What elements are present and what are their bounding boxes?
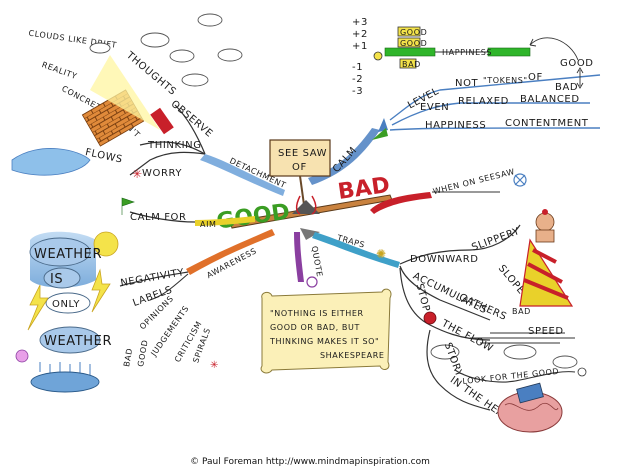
slippery-label: SLIPPERY [470, 226, 521, 254]
flashlight-icon [150, 107, 174, 135]
sign-line1: SEE SAW [278, 148, 327, 159]
clouds-icon [89, 13, 243, 87]
calm-for-label: CALM FOR [130, 212, 187, 223]
branch-detachment: DETACHMENT WORRY FLOWS THINKING OBSERVE … [11, 13, 287, 196]
is-label: IS [50, 272, 63, 287]
speed-label: SPEED [528, 326, 564, 337]
negativity-label: NEGATIVITY [120, 267, 186, 289]
flows-label: FLOWS [84, 147, 124, 166]
worry-star-icon: ✳ [132, 167, 142, 181]
branch-when-on-seesaw: WHEN ON SEESAW [370, 167, 527, 214]
lightning-icon-2 [91, 268, 111, 313]
of-label: OF [528, 72, 543, 83]
sign-line2: OF [292, 162, 307, 173]
weather-panel: WEATHER IS ONLY WEATHER [15, 231, 119, 393]
reality-label: REALITY [41, 60, 79, 81]
happiness-label: HAPPINESS [425, 120, 486, 131]
spiral-icon: ✳ [210, 360, 218, 371]
lightning-icon-1 [27, 284, 49, 331]
brain-icon [497, 382, 563, 433]
puddle-icon [30, 371, 100, 393]
eye-icon [577, 367, 587, 377]
worry-label: WORRY [142, 168, 182, 179]
scale-plus1: +1 [352, 41, 368, 52]
calm-flag-icon [372, 128, 388, 140]
scale-good-1: GOOD [400, 28, 427, 37]
scale-bad: BAD [402, 60, 421, 69]
tokens-label: "TOKENS" [483, 76, 528, 85]
seesaw-pivot [292, 200, 320, 214]
quote-line2: GOOD OR BAD, BUT [270, 323, 360, 332]
only-label: ONLY [52, 299, 80, 310]
weather-flower-icon [15, 349, 29, 363]
central-seesaw: SEE SAW OF GOOD BAD [215, 139, 393, 240]
happiness-scale: +3 +2 +1 -1 -2 -3 GOOD GOOD BAD HAPPINES… [352, 17, 579, 97]
branch-quote: QUOTE "NOTHING IS EITHER GOOD OR BAD, BU… [260, 232, 392, 374]
quote-flower-icon [306, 276, 318, 288]
quote-line1: "NOTHING IS EITHER [270, 309, 364, 318]
bad-label-tr: BAD [555, 82, 578, 93]
weather-cloud-1 [29, 237, 91, 267]
smiley-icon [373, 51, 383, 61]
quote-branch-label: QUOTE [310, 245, 324, 277]
sun-icon [93, 231, 119, 257]
scale-good-2: GOOD [400, 39, 427, 48]
aim-flag-icon [121, 197, 135, 215]
downward-label: DOWNWARD [410, 254, 479, 265]
branch-awareness: AWARENESS NEGATIVITY LABELS OPINIONS JUD… [120, 229, 275, 371]
not-label: NOT [455, 78, 479, 89]
quote-line4: SHAKESPEARE [320, 351, 385, 360]
aim-label: AIM [200, 220, 217, 229]
scale-plus2: +2 [352, 29, 368, 40]
scale-plus3: +3 [352, 17, 368, 28]
scale-minus3: -3 [352, 86, 363, 97]
rain-icon [39, 362, 91, 378]
awareness-bad-label: BAD [122, 347, 134, 367]
flow-clouds-icon [430, 344, 578, 369]
stop-sign-icon [423, 311, 437, 325]
scale-minus2: -2 [352, 74, 363, 85]
gathers-label: GATHERS [457, 292, 508, 323]
weather-label-2: WEATHER [44, 334, 112, 349]
look-for-the-good-label: LOOK FOR THE GOOD [462, 367, 560, 386]
thinking-label: THINKING [147, 140, 202, 151]
even-label: EVEN [420, 102, 449, 113]
weather-label-1: WEATHER [34, 247, 102, 262]
awareness-good-label: GOOD [136, 339, 150, 368]
traps-star-icon: ✺ [376, 247, 386, 261]
scale-happiness: HAPPINESS [442, 48, 492, 57]
credit-line: © Paul Foreman http://www.mindmapinspira… [190, 457, 430, 467]
slippery-slope-icon [519, 209, 574, 307]
branch-aim: AIM CALM FOR [121, 197, 255, 229]
water-flow-icon [11, 148, 91, 176]
quote-line3: THINKING MAKES IT SO" [269, 337, 379, 346]
relaxed-label: RELAXED [458, 96, 509, 107]
quote-scroll: "NOTHING IS EITHER GOOD OR BAD, BUT THIN… [260, 288, 392, 374]
seesaw-sign [269, 139, 331, 177]
scale-minus1: -1 [352, 62, 363, 73]
balanced-label: BALANCED [520, 94, 580, 105]
observe-label: OBSERVE [169, 99, 215, 140]
calm-label: CALM [331, 145, 360, 175]
contentment-label: CONTENTMENT [505, 118, 589, 129]
light-beam-icon [90, 55, 160, 130]
good-label-tr: GOOD [560, 58, 594, 69]
slope-bad-label: BAD [512, 307, 531, 316]
